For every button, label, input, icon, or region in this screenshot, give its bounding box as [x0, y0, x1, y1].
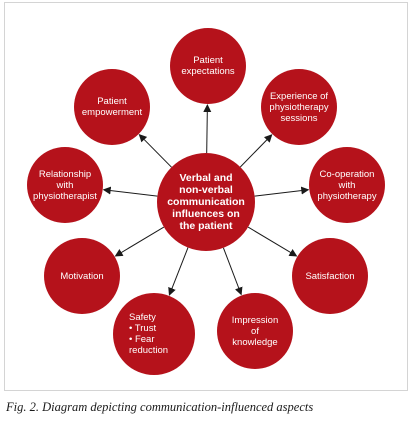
arrow-to-experience — [239, 134, 273, 168]
node-satisfaction: Satisfaction — [292, 238, 368, 314]
node-patient-empowerment: Patient empowerment — [74, 69, 150, 145]
node-motivation: Motivation — [44, 238, 120, 314]
node-safety: Safety • Trust • Fear reduction — [113, 293, 195, 375]
arrow-to-motivation — [114, 226, 165, 257]
arrow-to-expectations — [203, 104, 212, 154]
arrow-to-co-operation — [254, 186, 310, 197]
node-co-operation: Co-operation with physiotherapy — [309, 147, 385, 223]
arrow-to-empowerment — [138, 133, 172, 168]
arrow-to-safety — [168, 247, 189, 296]
node-label: Patient expectations — [181, 55, 235, 77]
figure-frame: Verbal and non-verbal communication infl… — [4, 2, 408, 391]
node-label: Co-operation with physiotherapy — [317, 168, 377, 202]
node-label: Experience of physiotherapy sessions — [269, 90, 329, 124]
arrow-layer — [102, 104, 310, 296]
center-node: Verbal and non-verbal communication infl… — [157, 153, 255, 251]
node-patient-expectations: Patient expectations — [170, 28, 246, 104]
node-relationship-with-physiotherapist: Relationship with physiotherapist — [27, 147, 103, 223]
node-label: Impression of knowledge — [231, 314, 279, 348]
node-label: Safety • Trust • Fear reduction — [129, 312, 169, 356]
node-label: Patient empowerment — [81, 96, 143, 118]
node-label: Motivation — [60, 270, 104, 282]
figure-caption: Fig. 2. Diagram depicting communication-… — [6, 400, 314, 414]
center-node-label: Verbal and non-verbal communication infl… — [167, 172, 245, 232]
node-label: Satisfaction — [305, 270, 355, 282]
arrow-to-relationship — [102, 186, 158, 197]
arrow-to-impression — [222, 247, 243, 296]
node-label: Relationship with physiotherapist — [33, 168, 97, 202]
node-impression-of-knowledge: Impression of knowledge — [217, 293, 293, 369]
node-experience-of-physiotherapy: Experience of physiotherapy sessions — [261, 69, 337, 145]
arrow-to-satisfaction — [247, 226, 298, 257]
